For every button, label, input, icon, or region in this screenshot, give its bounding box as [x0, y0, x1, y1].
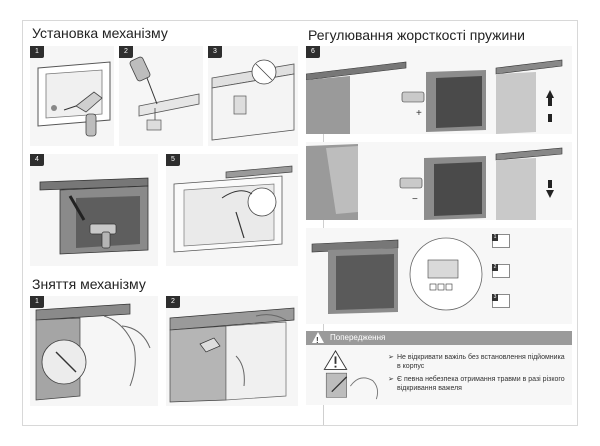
- removal-step-1-panel: 1: [30, 296, 158, 406]
- drill-screw-illustration: [37, 61, 111, 137]
- spring-increase-illustration: +: [306, 59, 563, 134]
- install-step-5-panel: 5: [166, 154, 298, 266]
- step-badge: 2: [119, 46, 133, 58]
- removal-hands-illustration: [35, 303, 151, 401]
- minus-sign: −: [412, 194, 418, 205]
- spring-decrease-illustration: −: [306, 144, 563, 220]
- warning-pictogram: [323, 349, 379, 400]
- step-badge: 2: [166, 296, 180, 308]
- adjust-step-number: 3: [492, 294, 498, 301]
- warning-item: Не відкривати важіль без встановлення пі…: [388, 353, 570, 371]
- cabinet-lift-attach-illustration: [173, 165, 293, 253]
- hinge-mount-illustration: [129, 56, 200, 131]
- warning-list: Не відкривати важіль без встановлення пі…: [388, 353, 570, 397]
- step-badge: 4: [30, 154, 44, 166]
- plus-sign: +: [416, 108, 422, 119]
- install-step-2-panel: 2: [119, 46, 203, 146]
- removal-title: Зняття механізму: [32, 276, 146, 292]
- install-step-1-panel: 1: [30, 46, 114, 146]
- warning-body: Не відкривати важіль без встановлення пі…: [306, 345, 572, 405]
- adjust-step-number: 2: [492, 264, 498, 271]
- warning-icon: !: [312, 332, 324, 345]
- spring-decrease-panel: −: [306, 142, 572, 220]
- adjustment-detail-illustration: [311, 237, 483, 314]
- install-title: Установка механізму: [32, 25, 168, 41]
- spring-title: Регулювання жорсткості пружини: [308, 27, 525, 43]
- adjust-step-1-box: 1: [492, 234, 510, 248]
- spring-increase-panel: 6 +: [306, 46, 572, 134]
- step-badge: 5: [166, 154, 180, 166]
- step-badge: 6: [306, 46, 320, 58]
- removal-step-2-panel: 2: [166, 296, 298, 406]
- removal-lift-off-illustration: [169, 307, 295, 403]
- install-step-3-panel: 3: [208, 46, 298, 146]
- adjust-step-2-box: 2: [492, 264, 510, 278]
- cabinet-top-screw-illustration: [211, 59, 295, 141]
- adjust-step-3-box: 3: [492, 294, 510, 308]
- cabinet-mechanism-drill-illustration: [39, 177, 149, 255]
- warning-item: Є певна небезпека отримання травми в раз…: [388, 375, 570, 393]
- step-badge: 3: [208, 46, 222, 58]
- warning-header: ! Попередження: [306, 331, 572, 345]
- step-badge: 1: [30, 296, 44, 308]
- warning-title: Попередження: [330, 333, 386, 342]
- install-step-4-panel: 4: [30, 154, 158, 266]
- adjust-step-number: 1: [492, 234, 498, 241]
- step-badge: 1: [30, 46, 44, 58]
- adjustment-detail-panel: 1 2 3: [306, 228, 572, 324]
